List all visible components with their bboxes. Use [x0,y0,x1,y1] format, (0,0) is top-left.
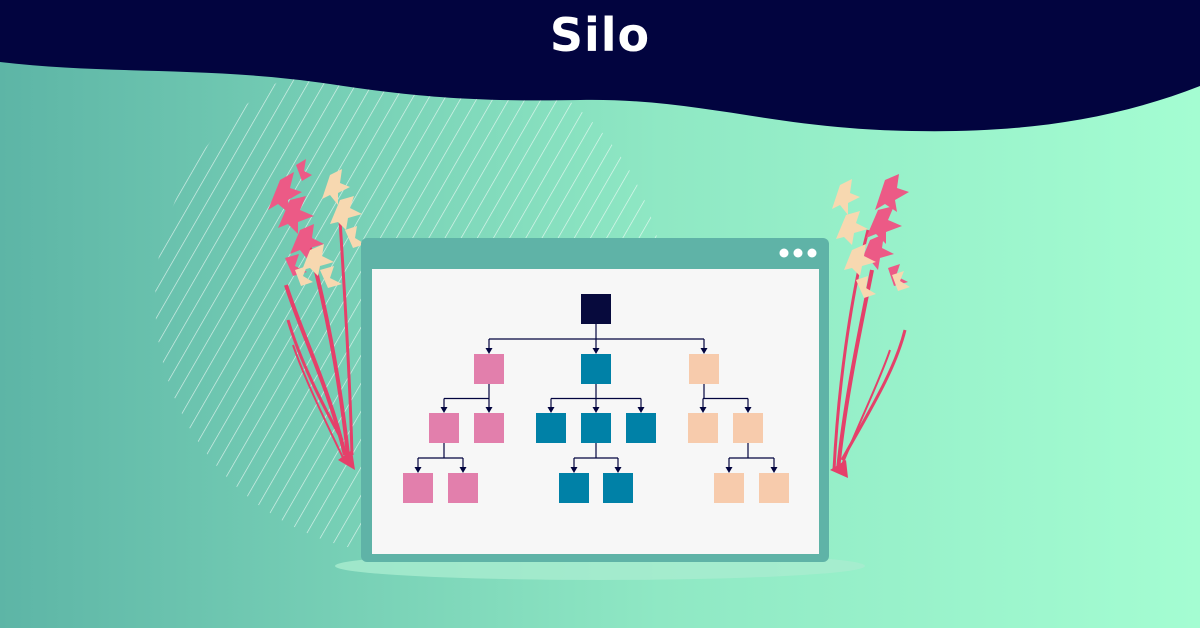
child-node [559,473,589,503]
connector-arrowhead [570,467,578,473]
connector-arrowhead [414,467,422,473]
connector-arrowhead [485,348,493,354]
child-node [448,473,478,503]
connector-arrowhead [725,467,733,473]
child-node [403,473,433,503]
root-node [581,294,611,324]
child-node [474,413,504,443]
connector-arrowhead [699,407,707,413]
child-node [536,413,566,443]
child-node [688,413,718,443]
connector-arrowhead [700,348,708,354]
connector-arrowhead [440,407,448,413]
connector-arrowhead [637,407,645,413]
child-node [429,413,459,443]
connector-arrowhead [547,407,555,413]
left-flower-decoration [268,159,365,470]
connector-arrowhead [744,407,752,413]
child-node [474,354,504,384]
window-dot [779,248,789,258]
connector-arrowhead [459,467,467,473]
child-node [759,473,789,503]
connector-arrowhead [592,407,600,413]
header-wave [0,0,1200,132]
right-flower-decoration [830,174,910,478]
window-dot [793,248,803,258]
connector-arrowhead [592,348,600,354]
browser-window [361,238,829,562]
child-node [581,413,611,443]
window-controls [779,248,817,258]
child-node [581,354,611,384]
page-title: Silo [549,8,651,62]
child-node [626,413,656,443]
child-node [733,413,763,443]
child-node [714,473,744,503]
window-dot [807,248,817,258]
connector-arrowhead [485,407,493,413]
child-node [603,473,633,503]
connector-arrowhead [770,467,778,473]
child-node [689,354,719,384]
connector-arrowhead [614,467,622,473]
silo-hierarchy-diagram [403,294,789,503]
